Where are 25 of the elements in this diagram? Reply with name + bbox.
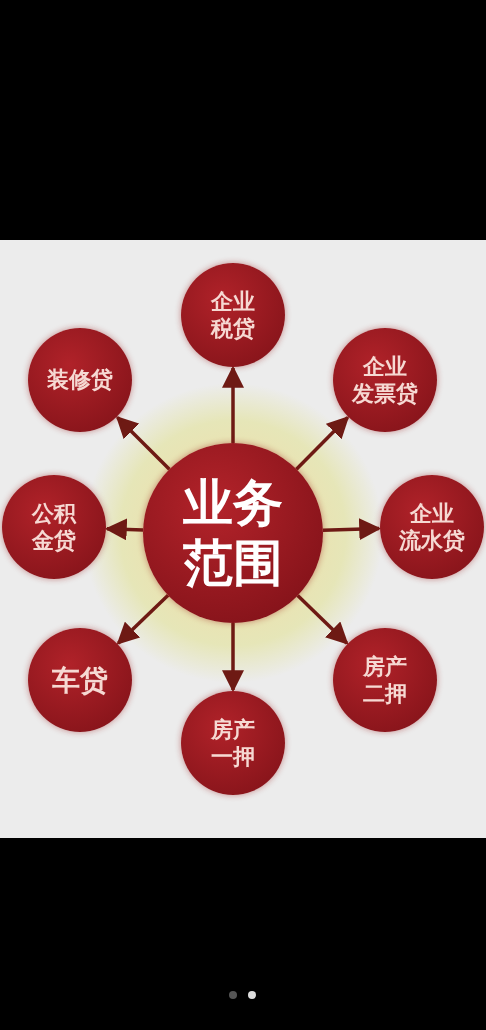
arrow bbox=[295, 416, 350, 471]
service-label: 企业税贷 bbox=[211, 287, 255, 343]
service-label: 企业流水贷 bbox=[399, 499, 465, 555]
service-label: 企业发票贷 bbox=[352, 352, 418, 408]
service-circle bbox=[333, 328, 437, 432]
title-text: 业务范围 bbox=[183, 473, 283, 593]
service-circle bbox=[28, 328, 132, 432]
arrow bbox=[222, 623, 244, 693]
arrow bbox=[116, 594, 170, 645]
service-label: 车贷 bbox=[52, 662, 108, 698]
service-label: 公积金贷 bbox=[32, 499, 76, 555]
arrow bbox=[296, 594, 349, 645]
service-circle bbox=[333, 628, 437, 732]
service-circle bbox=[28, 628, 132, 732]
arrow bbox=[322, 518, 382, 541]
service-label: 房产一押 bbox=[211, 715, 255, 771]
arrow bbox=[115, 415, 171, 471]
service-label: 房产二押 bbox=[363, 652, 407, 708]
service-circle bbox=[181, 691, 285, 795]
service-circle bbox=[2, 475, 106, 579]
service-label: 装修贷 bbox=[47, 366, 113, 394]
arrow bbox=[104, 518, 144, 541]
service-circle bbox=[181, 263, 285, 367]
service-circle bbox=[380, 475, 484, 579]
arrow bbox=[222, 365, 244, 443]
